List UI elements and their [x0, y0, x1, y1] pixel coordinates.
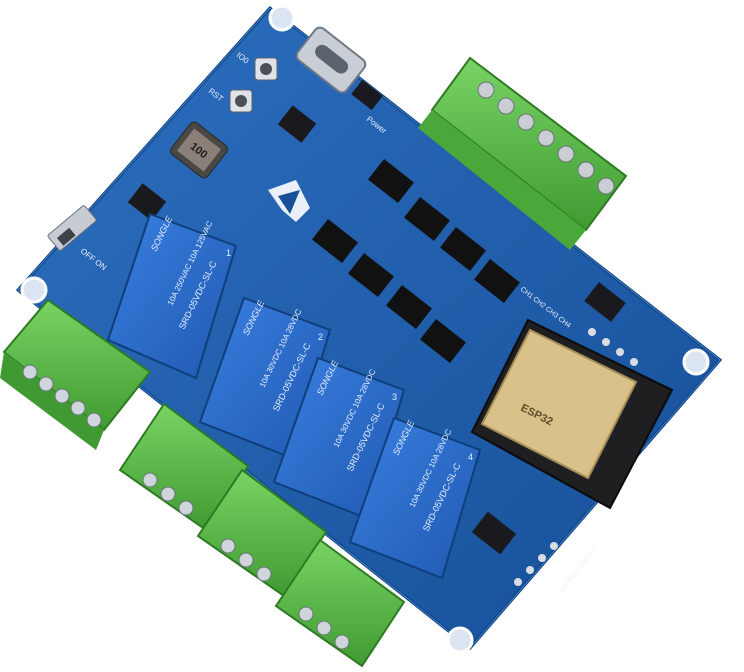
mounting-hole	[268, 4, 296, 32]
power-switch	[47, 205, 97, 251]
relay-3: SONGLE 10A 30VDC 10A 28VDC SRD-05VDC-SL-…	[272, 356, 406, 520]
ic-chips	[127, 79, 626, 555]
reset-button	[254, 57, 278, 81]
boot-button	[229, 89, 253, 113]
relay-1: SONGLE 10A 250VAC 10A 125VAC SRD-05VDC-S…	[106, 212, 238, 380]
relay-index: 3	[392, 392, 397, 402]
brand-logo	[268, 180, 310, 222]
relay-index: 1	[226, 248, 231, 258]
pin-header-right	[588, 328, 638, 366]
mounting-holes	[20, 4, 710, 654]
optocouplers	[312, 159, 520, 363]
relay-index: 4	[468, 452, 473, 462]
terminal-block-3	[196, 468, 328, 598]
usb-c-port	[295, 26, 367, 94]
pin-header-bottom	[514, 542, 558, 586]
mounting-hole	[20, 276, 48, 304]
relay-index: 2	[318, 332, 323, 342]
mounting-hole	[446, 626, 474, 654]
mounting-hole	[682, 348, 710, 376]
inductor: 100	[170, 121, 228, 179]
top-terminal-block	[418, 56, 628, 250]
terminal-block-2	[118, 402, 250, 532]
pins-label: TXD RXD GND 5V	[556, 546, 598, 597]
relay-4: SONGLE 10A 30VDC 10A 28VDC SRD-05VDC-SL-…	[348, 416, 482, 580]
terminal-block-1	[0, 298, 152, 450]
terminal-block-4	[274, 538, 406, 668]
esp32-module: ESP32	[470, 318, 674, 510]
